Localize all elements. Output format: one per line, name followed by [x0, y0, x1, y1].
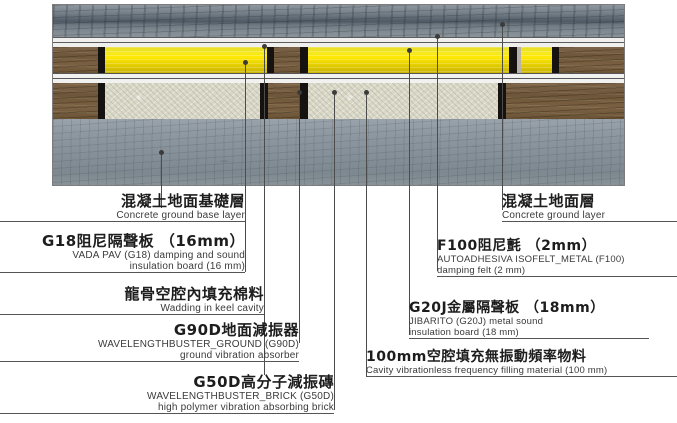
callout-rule — [502, 221, 677, 222]
callout-g90d-cn: G90D地面減振器 — [173, 321, 299, 339]
callout-g18-board-en-2: insulation board (16 mm) — [129, 261, 245, 272]
cavity-fill-segment — [105, 83, 260, 119]
leader-dot-concrete-top — [500, 22, 505, 27]
callout-g90d-en-2: ground vibration absorber — [180, 350, 299, 361]
callout-wadding-en: Wadding in keel cavity — [160, 303, 264, 314]
callout-rule — [0, 272, 245, 273]
leader-dot-wadding — [262, 44, 267, 49]
callout-f100-cn: F100阻尼氈 （2mm） — [437, 238, 597, 254]
vibration-brick — [53, 83, 98, 119]
callout-concrete-base: 混凝土地面基礎層 Concrete ground base layer — [0, 193, 245, 222]
callout-g90d-en-1: WAVELENGTHBUSTER_GROUND (G90D) — [97, 339, 299, 350]
callout-g18-board-en-1: VADA PAV (G18) damping and sound — [72, 250, 245, 261]
callout-g18-board-cn: G18阻尼隔聲板 （16mm） — [41, 232, 245, 250]
callout-g18-board: G18阻尼隔聲板 （16mm） VADA PAV (G18) damping a… — [0, 233, 245, 273]
vibration-brick — [506, 83, 624, 119]
keel-block — [559, 47, 624, 73]
leader-dot-cavity-fill — [364, 90, 369, 95]
callout-cavity-fill: 100mm空腔填充無振動頻率物料 Cavity vibrationless fr… — [366, 349, 677, 377]
leader-line-concrete-base — [161, 152, 162, 208]
leader-dot-g18-board — [243, 60, 248, 65]
keel-edge — [509, 47, 517, 73]
leader-line-wadding — [264, 46, 265, 375]
keel-edge — [552, 47, 559, 73]
cavity-fill-segment — [308, 83, 498, 119]
leader-dot-g90d — [297, 90, 302, 95]
callout-concrete-base-cn: 混凝土地面基礎層 — [120, 192, 245, 210]
callout-f100-en-2: damping felt (2 mm) — [437, 265, 526, 276]
cross-section-figure — [52, 4, 625, 186]
keel-block — [274, 47, 300, 73]
callout-g20j: G20J金屬隔聲板 （18mm） JIBARITO (G20J) metal s… — [409, 300, 649, 339]
callout-f100-en-1: AUTOADHESIVA ISOFELT_METAL (F100) — [437, 254, 625, 265]
callout-concrete-top: 混凝土地面層 Concrete ground layer — [502, 193, 677, 222]
leader-line-g20j — [409, 50, 410, 335]
callout-rule — [0, 314, 264, 315]
callout-rule — [437, 276, 677, 277]
callout-g50d: G50D高分子減振磚 WAVELENGTHBUSTER_BRICK (G50D)… — [0, 374, 334, 414]
callout-f100: F100阻尼氈 （2mm） AUTOADHESIVA ISOFELT_METAL… — [437, 238, 677, 277]
vibration-brick-edge — [98, 83, 105, 119]
layer-concrete-ground — [53, 5, 624, 37]
leader-dot-g50d — [332, 90, 337, 95]
callout-wadding: 龍骨空腔內填充棉料 Wadding in keel cavity — [0, 286, 264, 315]
callout-cavity-fill-cn: 100mm空腔填充無振動頻率物料 — [366, 349, 587, 365]
callout-g50d-cn: G50D高分子減振磚 — [193, 373, 334, 391]
leader-dot-concrete-base — [159, 150, 164, 155]
keel-block — [53, 47, 98, 73]
keel-edge — [98, 47, 105, 73]
callout-cavity-fill-en: Cavity vibrationless frequency filling m… — [366, 365, 608, 376]
vibration-brick — [268, 83, 300, 119]
callout-rule — [0, 221, 245, 222]
callout-concrete-top-cn: 混凝土地面層 — [502, 192, 596, 210]
callout-rule — [0, 361, 299, 362]
wadding-segment — [105, 47, 267, 73]
leader-line-g18-board — [245, 62, 246, 272]
callout-concrete-base-en: Concrete ground base layer — [116, 210, 245, 221]
callout-wadding-cn: 龍骨空腔內填充棉料 — [124, 285, 264, 303]
callout-g90d: G90D地面減振器 WAVELENGTHBUSTER_GROUND (G90D)… — [0, 322, 299, 362]
leader-line-g50d — [334, 92, 335, 410]
callout-rule — [0, 413, 334, 414]
leader-dot-g20j — [407, 48, 412, 53]
leader-line-g90d — [299, 92, 300, 343]
callout-rule — [366, 376, 677, 377]
callout-rule — [409, 338, 649, 339]
keel-edge — [300, 47, 308, 73]
callout-g50d-en-1: WAVELENGTHBUSTER_BRICK (G50D) — [147, 391, 334, 402]
callout-concrete-top-en: Concrete ground layer — [502, 210, 606, 221]
keel-edge — [267, 47, 274, 73]
leader-line-f100 — [437, 36, 438, 271]
callout-g20j-en-1: JIBARITO (G20J) metal sound — [409, 316, 544, 327]
callout-g50d-en-2: high polymer vibration absorbing brick — [157, 402, 334, 413]
leader-line-cavity-fill — [366, 92, 367, 377]
layer-concrete-ground-base — [53, 119, 624, 185]
callout-g20j-cn: G20J金屬隔聲板 （18mm） — [409, 300, 605, 316]
vibration-brick-edge — [300, 83, 308, 119]
leader-line-concrete-top — [502, 24, 503, 210]
callout-g20j-en-2: insulation board (18 mm) — [409, 327, 519, 338]
leader-dot-f100 — [435, 34, 440, 39]
